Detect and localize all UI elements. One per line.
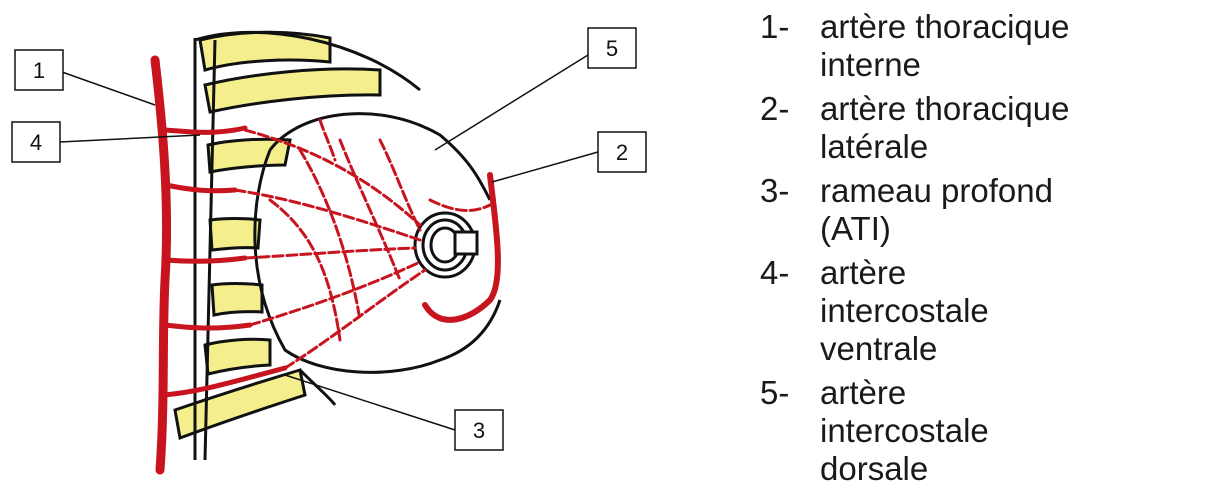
legend-line: rameau profond bbox=[820, 172, 1053, 210]
breast-arteries-illustration: 1 4 5 2 3 bbox=[0, 0, 700, 497]
rib-6 bbox=[205, 339, 270, 374]
rib-5 bbox=[212, 284, 262, 316]
legend-line: artère thoracique bbox=[820, 90, 1069, 128]
legend-line: artère bbox=[820, 374, 989, 412]
legend-line: artère bbox=[820, 254, 989, 292]
callout-2-label: 2 bbox=[616, 140, 628, 165]
callout-5: 5 bbox=[588, 28, 636, 68]
legend-item-5: 5- artère intercostale dorsale bbox=[760, 374, 1069, 488]
legend: 1- artère thoracique interne 2- artère t… bbox=[760, 8, 1069, 494]
legend-item-1: 1- artère thoracique interne bbox=[760, 8, 1069, 84]
legend-line: (ATI) bbox=[820, 210, 1053, 248]
rib-4 bbox=[210, 219, 260, 251]
legend-line: intercostale bbox=[820, 412, 989, 450]
legend-number: 3- bbox=[760, 172, 820, 248]
legend-line: ventrale bbox=[820, 330, 989, 368]
legend-item-3: 3- rameau profond (ATI) bbox=[760, 172, 1069, 248]
callout-4: 4 bbox=[12, 122, 60, 162]
callout-2: 2 bbox=[598, 132, 646, 172]
callout-4-label: 4 bbox=[30, 130, 42, 155]
callout-1-label: 1 bbox=[33, 58, 45, 83]
legend-number: 1- bbox=[760, 8, 820, 84]
rib-3 bbox=[208, 139, 290, 172]
legend-line: artère thoracique bbox=[820, 8, 1069, 46]
internal-thoracic-artery bbox=[155, 60, 167, 470]
legend-number: 5- bbox=[760, 374, 820, 488]
legend-number: 2- bbox=[760, 90, 820, 166]
legend-item-2: 2- artère thoracique latérale bbox=[760, 90, 1069, 166]
callout-3-label: 3 bbox=[473, 418, 485, 443]
legend-line: dorsale bbox=[820, 450, 989, 488]
legend-line: latérale bbox=[820, 128, 1069, 166]
rib-2 bbox=[205, 69, 380, 112]
callout-1: 1 bbox=[15, 50, 63, 90]
callout-5-label: 5 bbox=[606, 36, 618, 61]
callout-leaders bbox=[60, 55, 598, 430]
legend-item-4: 4- artère intercostale ventrale bbox=[760, 254, 1069, 368]
legend-number: 4- bbox=[760, 254, 820, 368]
legend-line: intercostale bbox=[820, 292, 989, 330]
legend-line: interne bbox=[820, 46, 1069, 84]
nipple-areola bbox=[415, 213, 477, 277]
callout-3: 3 bbox=[455, 410, 503, 450]
